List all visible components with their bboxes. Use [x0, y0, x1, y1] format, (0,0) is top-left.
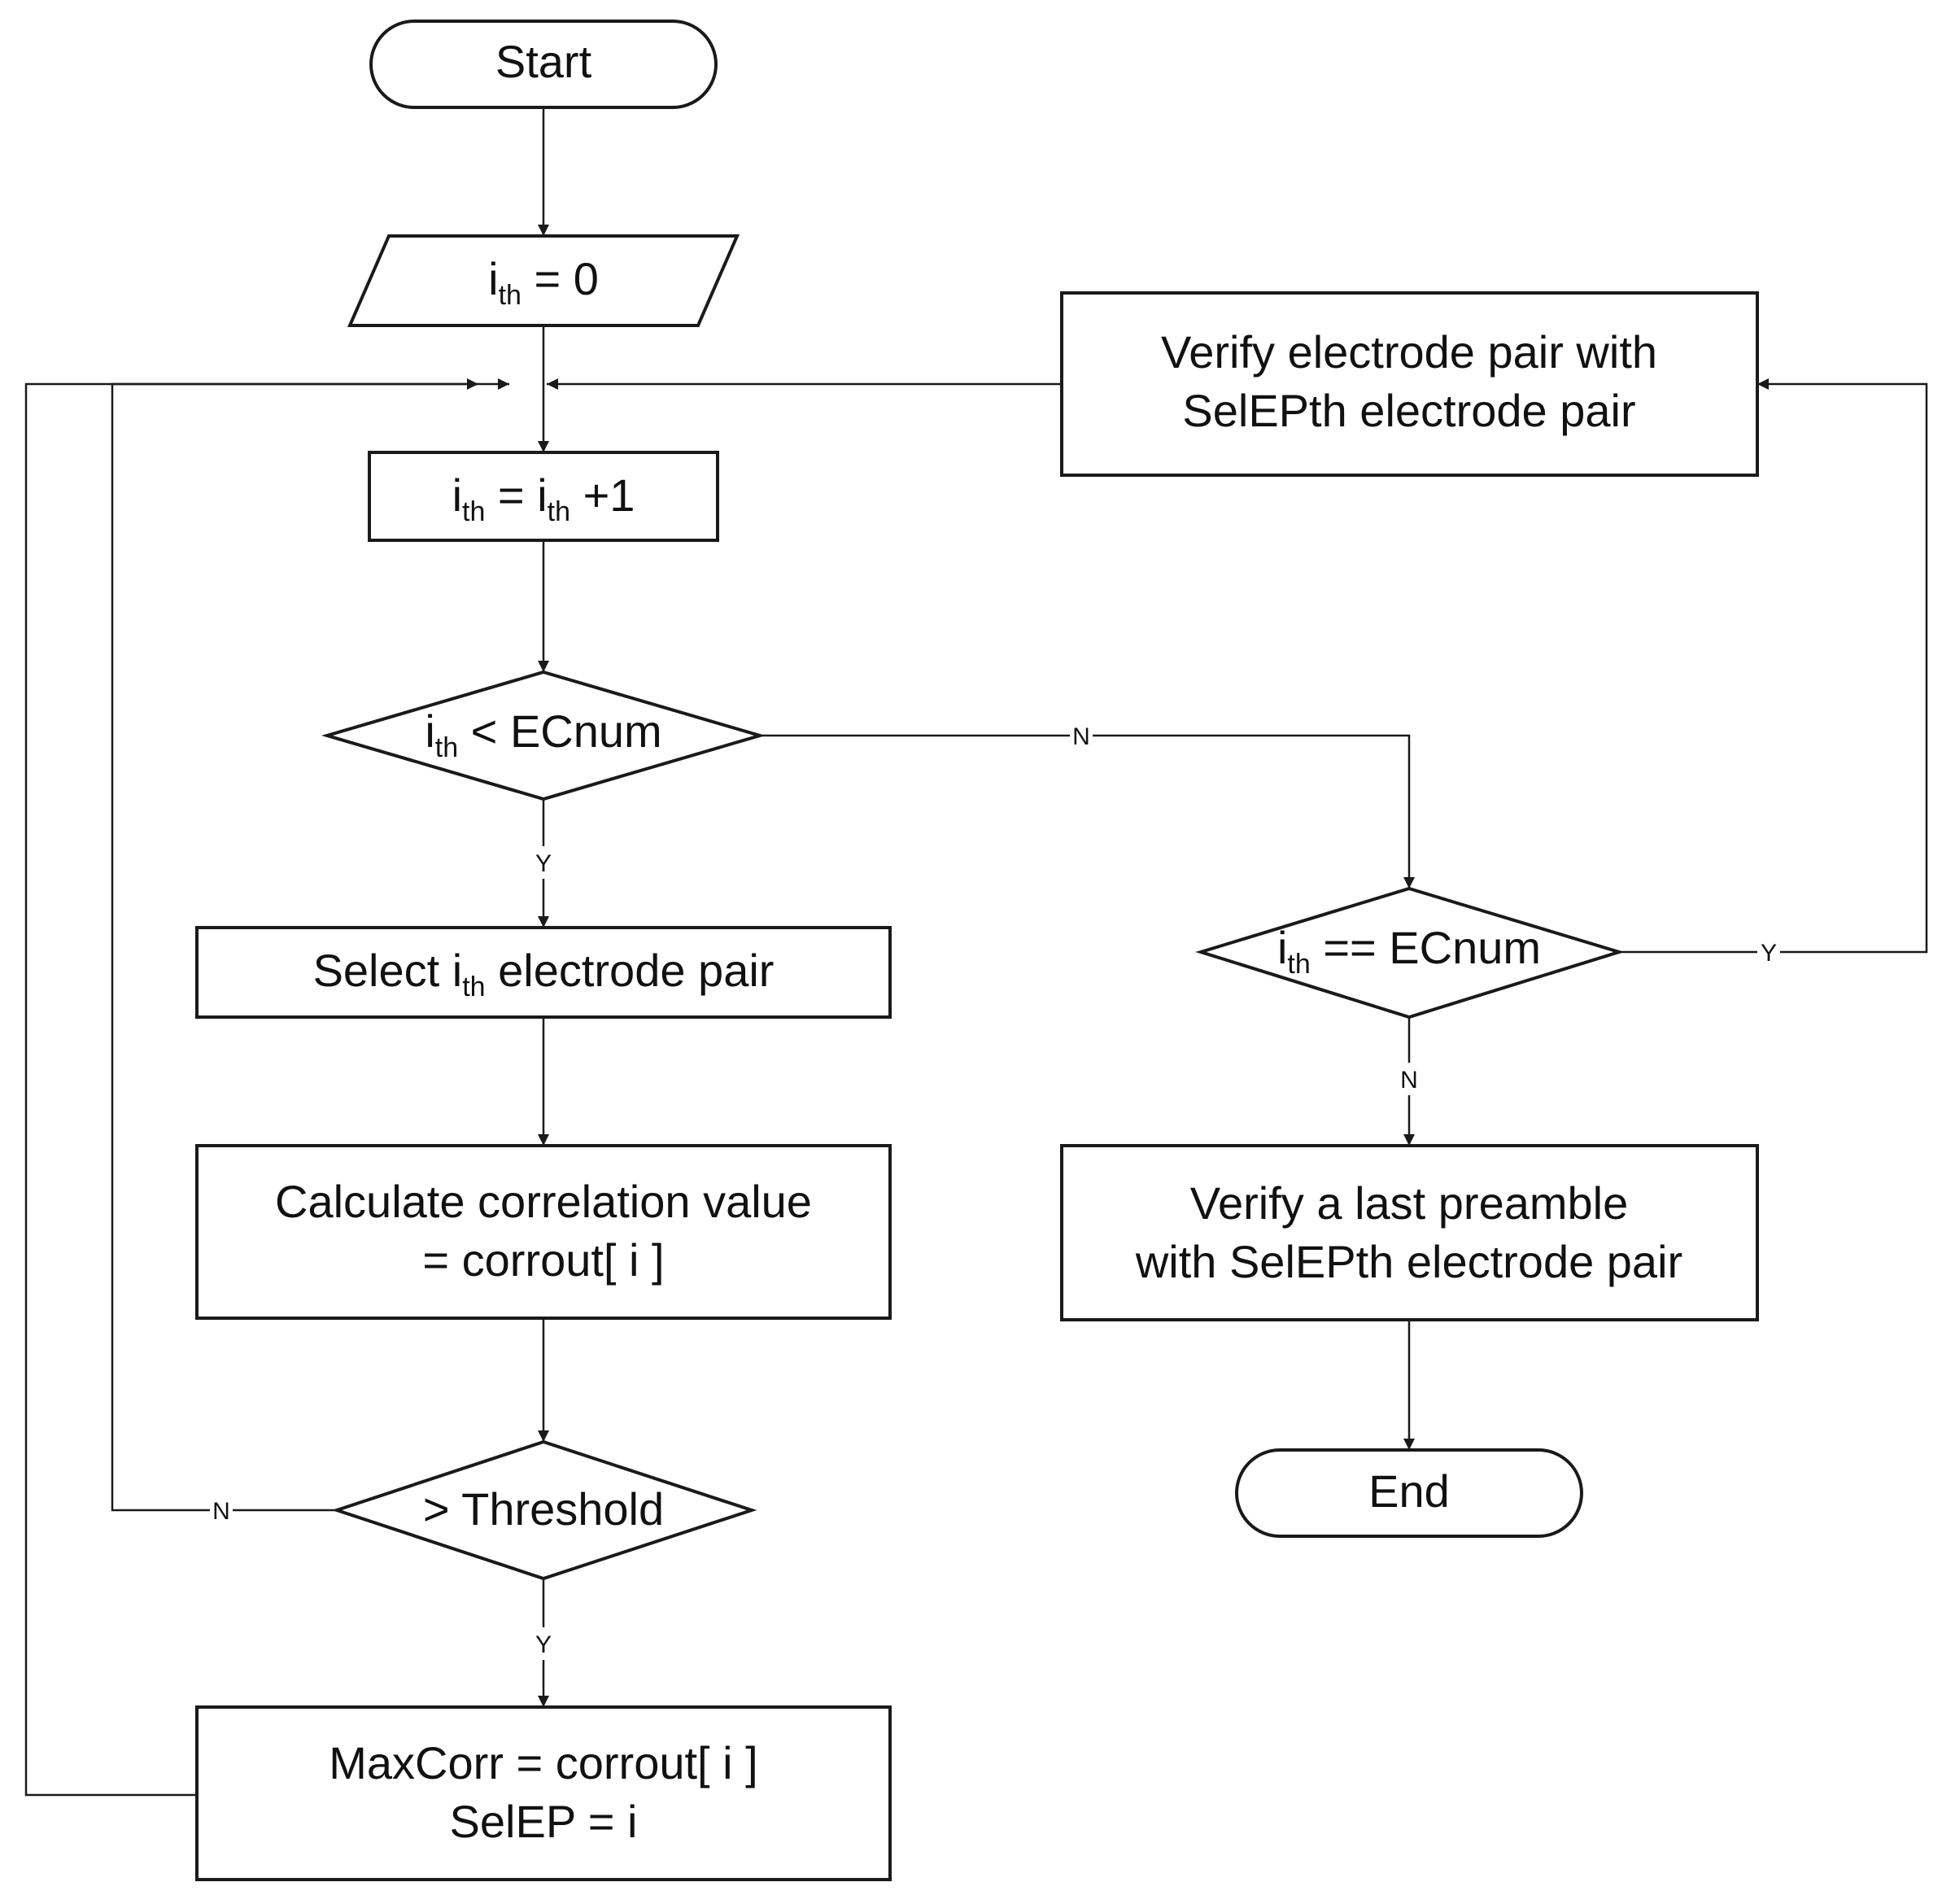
svg-text:Y: Y [535, 1631, 552, 1658]
node-verify-preamble: Verify a last preamble with SelEPth elec… [1060, 1144, 1759, 1321]
svg-text:ith = ith +1: ith = ith +1 [452, 469, 635, 527]
svg-text:ith < ECnum: ith < ECnum [425, 705, 661, 763]
node-end: End [1235, 1448, 1583, 1538]
svg-text:SelEP = i: SelEP = i [450, 1796, 638, 1847]
svg-text:= corrout[ i ]: = corrout[ i ] [422, 1234, 664, 1286]
edge-label-less-yes: Y [532, 846, 555, 879]
svg-text:N: N [1072, 723, 1090, 750]
svg-text:SelEPth electrode pair: SelEPth electrode pair [1182, 385, 1635, 436]
edge-label-equal-yes: Y [1757, 936, 1780, 968]
node-verify-pair: Verify electrode pair with SelEPth elect… [1060, 291, 1759, 477]
node-check-equal: ith == ECnum [1195, 886, 1625, 1020]
svg-text:Select ith electrode pair: Select ith electrode pair [313, 945, 775, 1002]
svg-text:ith = 0: ith = 0 [488, 253, 599, 311]
svg-text:End: End [1368, 1465, 1450, 1517]
edge-label-threshold-no: N [210, 1494, 233, 1526]
svg-text:ith == ECnum: ith == ECnum [1277, 922, 1541, 980]
edge-label-less-no: N [1070, 719, 1093, 752]
node-init: ith = 0 [347, 234, 740, 327]
svg-text:Verify electrode pair with: Verify electrode pair with [1161, 326, 1657, 378]
edge-label-threshold-yes: Y [532, 1627, 555, 1660]
svg-text:with SelEPth electrode pair: with SelEPth electrode pair [1135, 1236, 1682, 1287]
svg-text:N: N [212, 1498, 230, 1525]
svg-text:Verify a last preamble: Verify a last preamble [1190, 1177, 1628, 1229]
svg-text:N: N [1400, 1067, 1418, 1094]
node-calc-corr: Calculate correlation value = corrout[ i… [195, 1144, 892, 1320]
node-start: Start [369, 20, 718, 109]
svg-text:Y: Y [1761, 940, 1777, 967]
svg-text:Y: Y [535, 850, 552, 877]
svg-text:MaxCorr = corrout[ i ]: MaxCorr = corrout[ i ] [329, 1737, 757, 1788]
edge-maxcorr-loop [24, 378, 509, 1797]
node-max-corr: MaxCorr = corrout[ i ] SelEP = i [195, 1705, 892, 1881]
edge-check-less-no-to-check-equal [760, 734, 1415, 889]
node-select-pair: Select ith electrode pair [195, 926, 892, 1019]
node-check-less: ith < ECnum [321, 670, 766, 801]
svg-text:Calculate correlation value: Calculate correlation value [275, 1176, 812, 1227]
svg-text:Start: Start [495, 36, 592, 87]
edge-label-equal-no: N [1398, 1063, 1420, 1095]
node-increment: ith = ith +1 [368, 451, 719, 542]
svg-text:> Threshold: > Threshold [423, 1483, 664, 1535]
node-threshold: > Threshold [331, 1439, 757, 1581]
